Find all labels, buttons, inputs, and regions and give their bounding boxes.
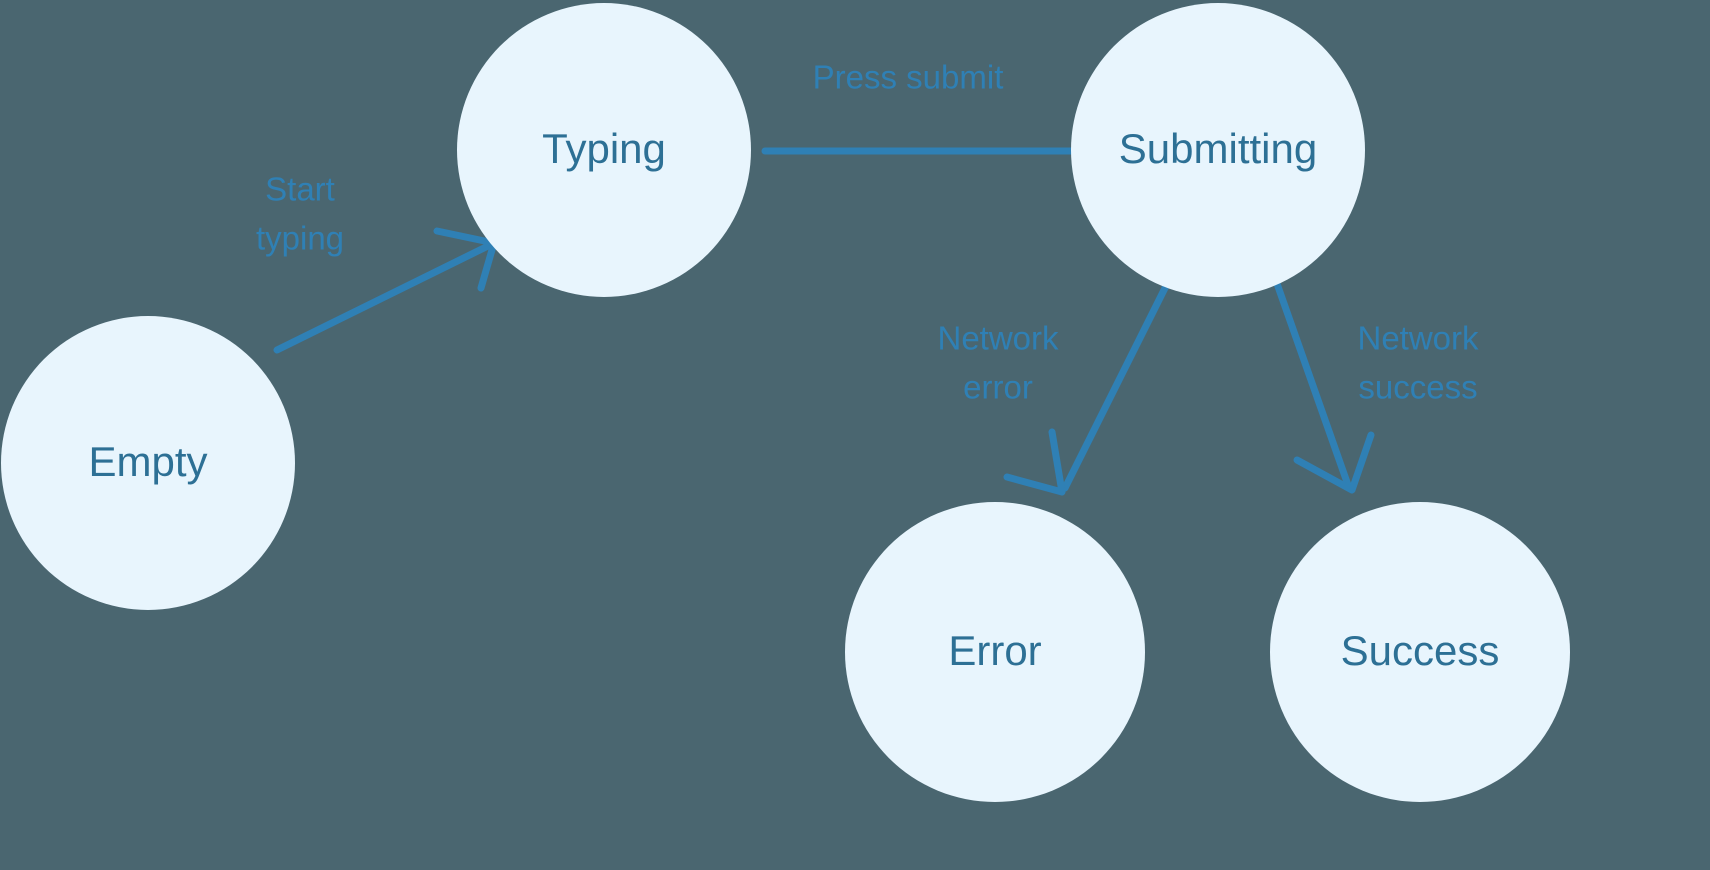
edge-submitting-to-success [1271,274,1375,494]
node-error-label: Error [948,627,1041,674]
edge-submitting-to-success-arrowhead [1293,431,1375,494]
edge-submitting-to-error-line [1061,270,1176,492]
edge-label-submitting-to-success-line-2: success [1358,369,1477,406]
node-submitting-circle[interactable] [1071,3,1365,297]
node-error-circle[interactable] [845,502,1145,802]
node-success[interactable]: Success [1270,502,1570,802]
edge-label-submitting-to-success: Network success [1357,320,1479,406]
node-submitting-label: Submitting [1119,125,1317,172]
edge-submitting-to-error-arrowhead [1003,428,1066,496]
edge-submitting-to-error [1003,270,1176,496]
node-empty-label: Empty [88,438,207,485]
edge-empty-to-typing-line [273,241,494,354]
node-empty-circle[interactable] [1,316,295,610]
edge-label-submitting-to-error: Network error [937,320,1059,406]
edge-label-empty-to-typing-line-2: typing [256,220,344,257]
node-submitting[interactable]: Submitting [1071,3,1365,297]
edge-label-typing-to-submitting-line-1: Press submit [813,59,1004,96]
node-success-label: Success [1341,627,1500,674]
edge-label-empty-to-typing-line-1: Start [265,171,335,208]
edge-submitting-to-success-line [1271,274,1352,489]
edge-label-submitting-to-success-line-1: Network [1357,320,1479,357]
edge-label-empty-to-typing: Start typing [256,171,344,257]
node-typing[interactable]: Typing [457,3,751,297]
edge-label-typing-to-submitting: Press submit [813,59,1004,96]
node-success-circle[interactable] [1270,502,1570,802]
node-error[interactable]: Error [845,502,1145,802]
edge-label-submitting-to-error-line-1: Network [937,320,1059,357]
node-typing-label: Typing [542,125,666,172]
node-typing-circle[interactable] [457,3,751,297]
node-empty[interactable]: Empty [1,316,295,610]
edge-label-submitting-to-error-line-2: error [963,369,1033,406]
